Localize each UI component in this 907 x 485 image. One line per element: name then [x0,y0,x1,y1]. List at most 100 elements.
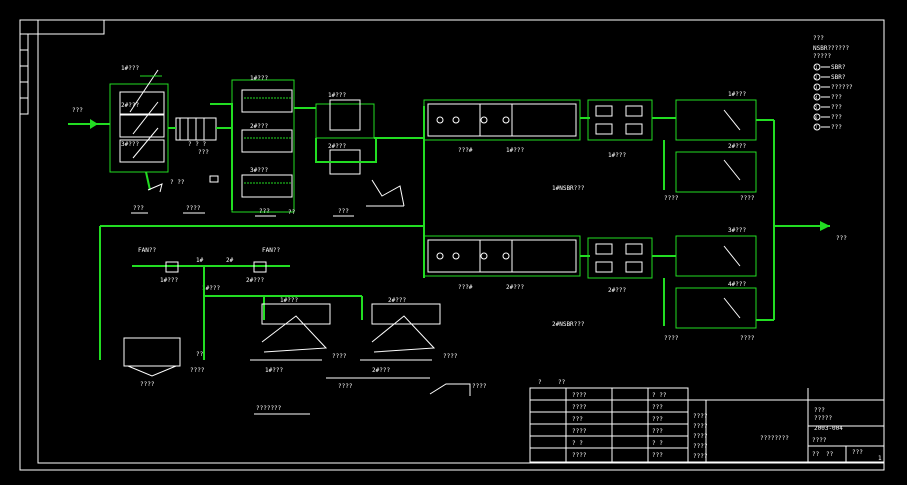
svg-text:???: ??? [852,449,863,456]
svg-text:1#???: 1#??? [608,152,626,159]
svg-text:????: ???? [443,353,458,360]
svg-text:? ??: ? ?? [170,179,185,186]
svg-text:????: ???? [572,428,587,435]
svg-text:????: ???? [140,381,155,388]
svg-text:6: 6 [815,115,818,120]
outer-frame [19,19,885,471]
svg-text:????: ???? [190,367,205,374]
side-margin-box [19,33,29,115]
svg-text:? ?: ? ? [652,440,663,447]
svg-text:SBR?: SBR? [831,64,846,71]
svg-text:??: ?? [288,209,296,216]
svg-text:1#???: 1#??? [506,147,524,154]
svg-text:2#???: 2#??? [506,284,524,291]
legend-item: 3?????? [813,83,853,91]
svg-text:3#???: 3#??? [121,141,139,148]
svg-text:?: ? [538,379,542,386]
svg-text:???: ??? [831,114,842,121]
legend-subtitle: NSBR?????? [813,45,850,52]
legend-item: 6??? [813,113,842,121]
sludge-caption: ??????? [256,405,282,412]
svg-text:??: ?? [558,379,566,386]
svg-text:?????: ????? [814,415,832,422]
svg-text:??: ?? [196,351,204,358]
svg-text:????: ???? [812,437,827,444]
svg-text:1: 1 [815,65,818,70]
svg-text:2#???: 2#??? [388,297,406,304]
inflow: ??? [68,107,110,129]
svg-text:3#???: 3#??? [728,227,746,234]
blower-unit-2: 2#??? [587,237,653,294]
legend-item: 1 SBR? [813,63,846,71]
drawing-number: 2003-004 [814,425,843,432]
fine-caption: ??? [259,208,270,215]
svg-text:????: ???? [332,353,347,360]
svg-text:???#: ???# [458,284,473,291]
svg-text:2#???: 2#??? [121,102,139,109]
nsbr-reactor-1: ???# 1#??? 1#NSBR??? [423,99,590,192]
fine-screen-unit: 1#??? 2#??? 3#??? ?? ??? [231,75,316,217]
nsbr-reactor-2: ???# 2#??? 2#NSBR??? [423,235,590,328]
belt-press-1: 1#??? 1#??? ???? [250,297,347,374]
svg-text:? ??: ? ?? [652,392,667,399]
svg-text:????: ???? [693,423,708,430]
svg-text:????: ???? [572,452,587,459]
svg-text:1#???: 1#??? [280,297,298,304]
svg-text:????: ???? [693,443,708,450]
svg-text:1#???: 1#??? [121,65,139,72]
inflow-arrow-icon [90,119,98,129]
nsbr-1-label: 1#NSBR??? [552,185,585,192]
inflow-label: ??? [72,107,83,114]
svg-text:2#???: 2#??? [608,287,626,294]
svg-text:??: ?? [826,451,834,458]
svg-text:????: ???? [693,433,708,440]
svg-text:1: 1 [878,455,882,462]
svg-text:4: 4 [815,95,818,100]
svg-text:???: ??? [652,452,663,459]
svg-text:2: 2 [815,75,818,80]
svg-text:3: 3 [815,85,818,90]
outflow-arrow-icon [820,221,830,231]
svg-text:5: 5 [815,105,818,110]
svg-text:3#???: 3#??? [250,167,268,174]
coarse-screen-unit: 1#??? 2#??? 3#??? ? ?? ??? [109,65,185,214]
svg-text:??????: ?????? [831,84,853,91]
svg-text:???: ??? [814,407,825,414]
svg-text:????: ???? [664,195,679,202]
svg-text:7: 7 [815,125,818,130]
svg-text:???: ??? [831,94,842,101]
svg-text:???: ??? [652,416,663,423]
legend-item: 7??? [813,123,842,131]
svg-text:1#???: 1#??? [728,91,746,98]
drawing-title: ???????? [760,435,789,442]
svg-text:2#: 2# [226,257,234,264]
svg-text:FAN??: FAN?? [138,247,156,254]
svg-text:????: ???? [572,392,587,399]
corner-stamp [19,19,105,35]
svg-text:1#???: 1#??? [202,285,220,292]
svg-text:2#???: 2#??? [372,367,390,374]
conveyor: ???? ???? [326,377,487,396]
svg-text:???#: ???# [458,147,473,154]
belt-press-2: 2#??? 2#??? ???? [360,297,458,374]
svg-text:???: ??? [831,104,842,111]
svg-text:2#???: 2#??? [728,143,746,150]
svg-text:???: ??? [652,428,663,435]
screen-caption: ??? [133,205,144,212]
svg-text:????: ???? [693,413,708,420]
svg-text:????: ???? [572,404,587,411]
aeration-caption: ??? [338,208,349,215]
svg-text:4#???: 4#??? [728,281,746,288]
svg-text:???: ??? [198,149,209,156]
svg-text:1#: 1# [196,257,204,264]
nsbr-2-label: 2#NSBR??? [552,321,585,328]
svg-text:???: ??? [652,404,663,411]
svg-text:????: ???? [664,335,679,342]
svg-text:??: ?? [812,451,820,458]
svg-text:2#???: 2#??? [246,277,264,284]
grit-caption: ???? [186,205,201,212]
svg-text:???: ??? [831,124,842,131]
